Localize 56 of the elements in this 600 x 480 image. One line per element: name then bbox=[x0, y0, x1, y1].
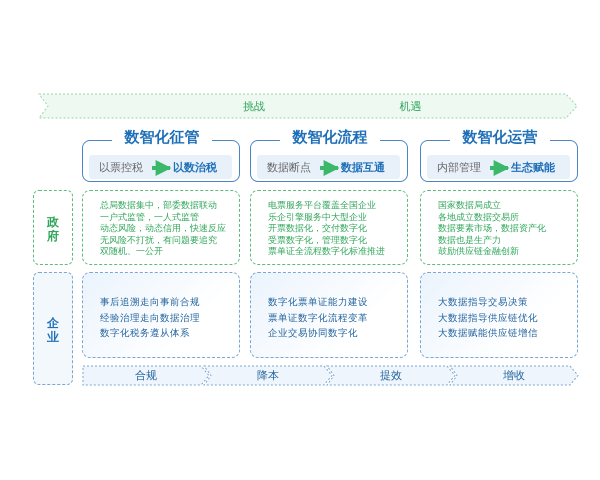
row-label bbox=[33, 272, 73, 385]
chevron-step bbox=[449, 365, 579, 386]
step-label: 降本 bbox=[256, 368, 280, 383]
arrow bbox=[320, 160, 340, 176]
banner-label: 挑战 bbox=[242, 99, 266, 114]
list-item: 总局数据集中，部委数据联动 bbox=[100, 200, 217, 212]
row-title: 企业 bbox=[47, 316, 60, 344]
content-panel bbox=[82, 272, 240, 358]
list-item: 国家数据局成立 bbox=[438, 200, 501, 212]
list-item: 各地成立数据交易所 bbox=[438, 212, 519, 224]
chevron-step bbox=[82, 365, 210, 386]
list-item: 事后追溯走向事前合规 bbox=[100, 296, 200, 310]
content-panel bbox=[82, 190, 240, 265]
list-item: 鼓励供应链金融创新 bbox=[438, 246, 519, 258]
list-item: 受票数字化，管理数字化 bbox=[268, 234, 367, 246]
row-label bbox=[33, 190, 73, 265]
arrow bbox=[490, 160, 510, 176]
step-label: 合规 bbox=[134, 368, 158, 383]
source-label: 数据断点 bbox=[266, 160, 312, 175]
list-item: 票单证数字化流程变革 bbox=[268, 312, 368, 326]
content-panel bbox=[420, 190, 578, 265]
list-item: 双随机、一公开 bbox=[100, 246, 163, 258]
list-item: 数字化票单证能力建设 bbox=[268, 296, 368, 310]
list-item: 开票数据化，交付数字化 bbox=[268, 223, 367, 235]
list-item: 大数据指导供应链优化 bbox=[438, 312, 538, 326]
list-item: 数字化税务遵从体系 bbox=[100, 327, 190, 341]
step-label: 提效 bbox=[379, 368, 403, 383]
content-panel bbox=[420, 272, 578, 358]
content-panel bbox=[250, 190, 408, 265]
category-title: 数智化流程 bbox=[280, 128, 380, 147]
step-label: 增收 bbox=[502, 368, 526, 383]
goal-label: 生态赋能 bbox=[511, 160, 556, 175]
list-item: 无风险不打扰，有问题要追究 bbox=[100, 234, 217, 246]
banner-label: 机遇 bbox=[398, 99, 423, 114]
list-item: 数据要素市场，数据资产化 bbox=[438, 223, 546, 235]
list-item: 企业交易协同数字化 bbox=[268, 327, 358, 341]
list-item: 大数据指导交易决策 bbox=[438, 296, 528, 310]
goal-label: 以数治税 bbox=[173, 160, 218, 175]
goal-label: 数据互通 bbox=[341, 160, 386, 175]
list-item: 大数据赋能供应链增信 bbox=[438, 327, 538, 341]
list-item: 一户式监管，一人式监管 bbox=[100, 212, 199, 224]
list-item: 票单证全流程数字化标准推进 bbox=[268, 246, 385, 258]
category-title: 数智化运营 bbox=[450, 128, 550, 147]
chevron-step bbox=[203, 365, 333, 386]
list-item: 经验治理走向数据治理 bbox=[100, 312, 200, 326]
source-label: 以票控税 bbox=[98, 160, 144, 175]
list-item: 电票服务平台覆盖全国企业 bbox=[268, 200, 376, 212]
content-panel bbox=[250, 272, 408, 358]
row-title: 政府 bbox=[47, 214, 60, 242]
list-item: 动态风险，动态信用，快速反应 bbox=[100, 223, 226, 235]
source-label: 内部管理 bbox=[436, 160, 482, 175]
category-title: 数智化征管 bbox=[112, 128, 212, 147]
list-item: 乐企引擎服务中大型企业 bbox=[268, 212, 367, 224]
list-item: 数据也是生产力 bbox=[438, 234, 501, 246]
arrow bbox=[152, 160, 172, 176]
chevron-step bbox=[326, 365, 456, 386]
